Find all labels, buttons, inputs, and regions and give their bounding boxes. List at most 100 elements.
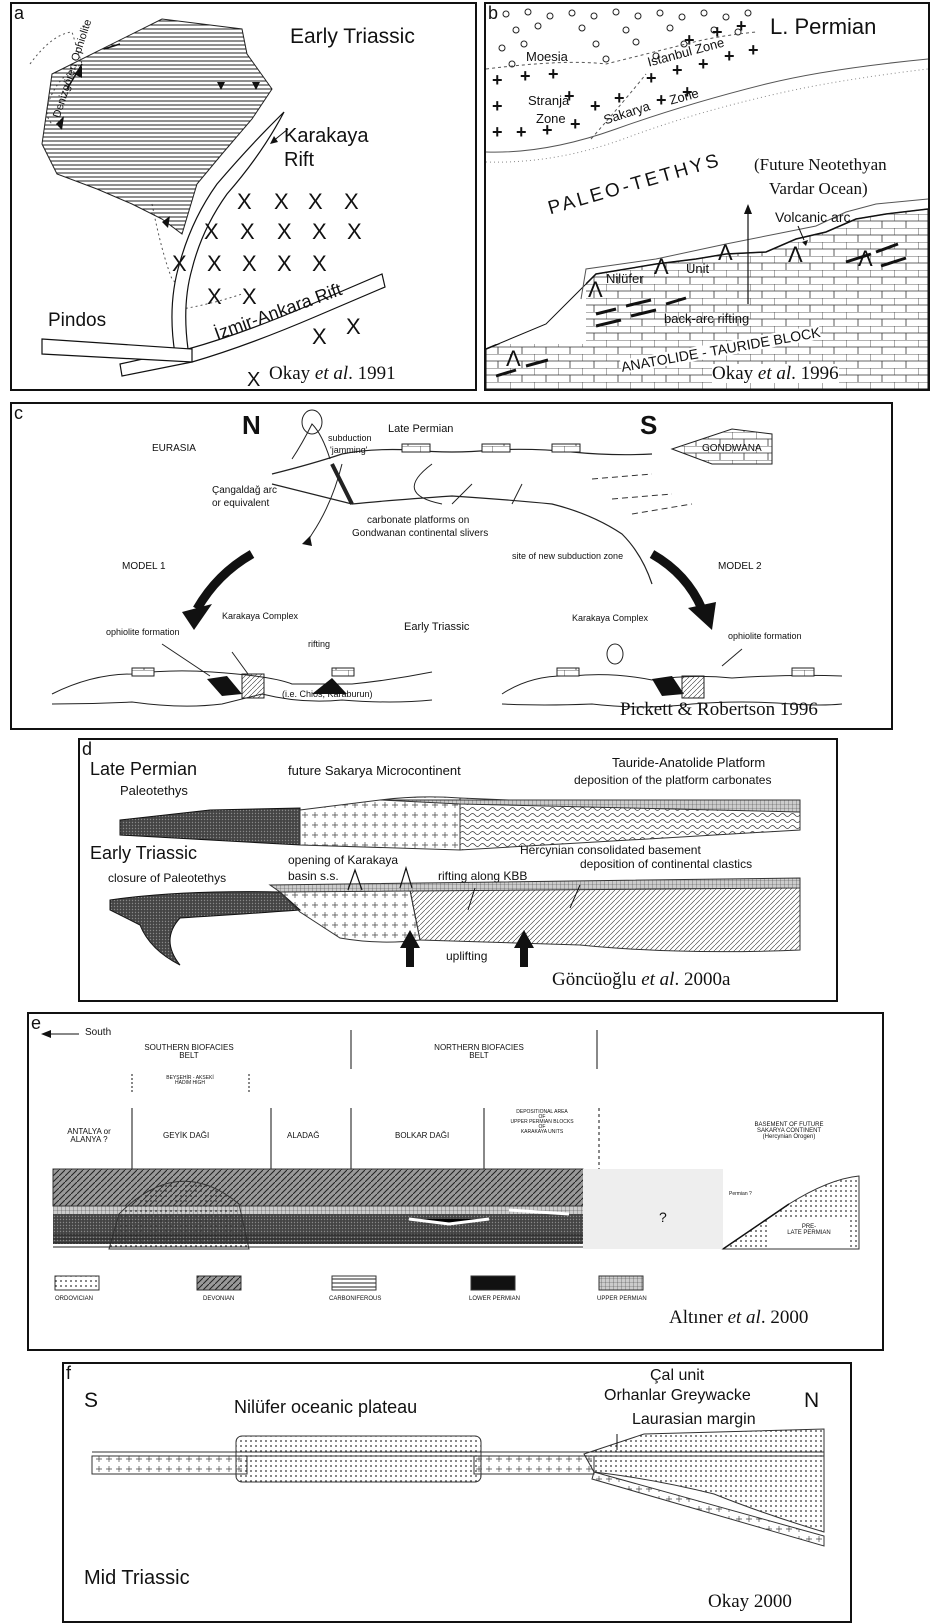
zone-crosses: +++ ++ ++++ ++ +++++ +++ ++ <box>492 16 759 142</box>
svg-text:X: X <box>312 219 327 244</box>
closure-label: closure of Paleotethys <box>108 871 227 885</box>
legend-swatch-upper-permian <box>598 1275 644 1291</box>
svg-text:+: + <box>748 40 759 60</box>
svg-text:X: X <box>274 189 289 214</box>
model1-label: MODEL 1 <box>122 561 166 572</box>
late-permian-label: Late Permian <box>388 423 454 435</box>
svg-text:+: + <box>548 64 559 84</box>
karakaya-right-label: Karakaya Complex <box>572 613 649 623</box>
volcanic-label: Volcanic arc <box>775 209 851 225</box>
svg-text:X: X <box>207 251 222 276</box>
carbonates-label: deposition of the platform carbonates <box>574 773 772 787</box>
laurasian-label: Laurasian margin <box>632 1411 756 1428</box>
legend-swatch-carboniferous <box>331 1275 377 1291</box>
moesia-label: Moesia <box>526 49 568 64</box>
backarc-label: back-arc rifting <box>664 311 750 326</box>
nilufer-plateau-label: Nilüfer oceanic plateau <box>234 1397 418 1417</box>
continental-label: deposition of continental clastics <box>580 857 753 871</box>
legend-ordovician: ORDOVICIAN <box>55 1296 94 1302</box>
f-south-label: S <box>84 1389 99 1412</box>
unit-label: Unit <box>686 261 710 276</box>
svg-text:+: + <box>646 68 657 88</box>
panel-f-citation: Okay 2000 <box>708 1591 792 1612</box>
vardar-label: Vardar Ocean) <box>769 179 868 198</box>
panel-e-diagram <box>41 1030 860 1291</box>
gondwanan-label: Gondwanan continental slivers <box>352 528 489 539</box>
panel-b-letter: b <box>488 3 499 23</box>
svg-text:X: X <box>277 251 292 276</box>
svg-text:X: X <box>277 219 292 244</box>
stranja-label: Stranja <box>528 93 570 108</box>
panel-b-citation: Okay et al. 1996 <box>712 363 839 384</box>
ophiolite-left-label: ophiolite formation <box>106 627 180 637</box>
svg-text:+: + <box>542 120 553 140</box>
panel-f-letter: f <box>66 1363 72 1383</box>
panel-c-citation: Pickett & Robertson 1996 <box>620 699 818 720</box>
svg-text:X: X <box>207 284 222 309</box>
future-label: (Future Neotethyan <box>754 155 887 174</box>
new-subduction-label: site of new subduction zone <box>512 551 624 561</box>
svg-text:+: + <box>724 46 735 66</box>
svg-text:Λ: Λ <box>588 277 603 302</box>
panel-b-map: +++ ++ ++++ ++ +++++ +++ ++ <box>486 8 928 389</box>
legend-swatch-lower-permian <box>470 1275 516 1291</box>
ophiolite-right-label: ophiolite formation <box>728 631 802 641</box>
svg-text:X: X <box>237 189 252 214</box>
svg-text:+: + <box>614 88 625 108</box>
pre-late-permian-label: PRE-LATE PERMIAN <box>787 1224 831 1236</box>
svg-text:Λ: Λ <box>506 346 521 371</box>
panel-b: +++ ++ ++++ ++ +++++ +++ ++ <box>484 2 930 391</box>
orhanlar-label: Orhanlar Greywacke <box>604 1387 751 1404</box>
svg-text:+: + <box>672 60 683 80</box>
question-mark: ? <box>659 1209 667 1225</box>
legend-upper-permian: UPPER PERMIAN <box>597 1296 647 1302</box>
svg-text:+: + <box>684 30 695 50</box>
geyik-label: GEYİK DAĞI <box>163 1131 210 1140</box>
svg-text:Λ: Λ <box>788 242 803 267</box>
panel-a-letter: a <box>14 3 25 23</box>
hercynian-label: Hercynian consolidated basement <box>520 843 701 857</box>
moesia-circles <box>498 8 752 68</box>
svg-text:+: + <box>590 96 601 116</box>
panel-a-title: Early Triassic <box>290 25 415 48</box>
panel-a-citation: Okay et al. 1991 <box>269 363 396 384</box>
legend-swatch-devonian <box>196 1275 242 1291</box>
d-early-triassic-label: Early Triassic <box>90 843 198 863</box>
panel-c: c N S EURASIA GONDWANA Late Permian subd… <box>10 402 893 730</box>
cal-unit-label: Çal unit <box>650 1367 705 1384</box>
svg-text:X: X <box>247 369 260 389</box>
north-label: N <box>242 410 261 440</box>
svg-text:+: + <box>656 90 667 110</box>
svg-text:Λ: Λ <box>718 240 733 265</box>
model2-label: MODEL 2 <box>718 561 762 572</box>
panel-e-letter: e <box>31 1013 42 1033</box>
svg-text:+: + <box>570 114 581 134</box>
jamming-label: 'jamming' <box>330 445 368 455</box>
svg-text:+: + <box>564 86 575 106</box>
svg-text:X: X <box>344 189 359 214</box>
svg-text:Λ: Λ <box>858 246 873 271</box>
svg-text:X: X <box>172 251 187 276</box>
basin-label: basin s.s. <box>288 869 339 883</box>
early-triassic-label: Early Triassic <box>404 621 470 633</box>
f-north-label: N <box>804 1389 820 1412</box>
panel-e-citation: Altıner et al. 2000 <box>669 1307 809 1328</box>
aladag-label: ALADAĞ <box>287 1131 320 1140</box>
pindos-label: Pindos <box>48 310 107 331</box>
panel-f: f S N Nilüfer oceanic plateau Çal unit O… <box>62 1362 852 1623</box>
svg-text:+: + <box>682 82 693 102</box>
cangaldag-eq-label: or equivalent <box>212 498 270 509</box>
carbonate-label: carbonate platforms on <box>367 515 470 526</box>
rift-label: Rift <box>284 149 314 171</box>
karakaya-label: Karakaya <box>284 125 369 147</box>
south-arrow-label: South <box>85 1027 112 1038</box>
uplifting-label: uplifting <box>446 949 488 963</box>
mid-triassic-label: Mid Triassic <box>84 1567 190 1589</box>
